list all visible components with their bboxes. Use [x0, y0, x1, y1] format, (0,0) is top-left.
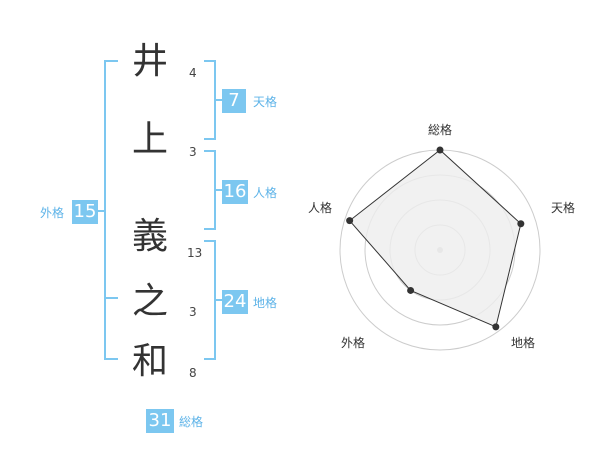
chikaku-connector — [216, 299, 222, 301]
jinkaku-label: 人格 — [253, 186, 278, 200]
radar-value-polygon — [348, 149, 522, 328]
radar-axis-label-soukaku: 総格 — [428, 123, 453, 137]
chikaku-label: 地格 — [253, 296, 278, 310]
gaikaku-value-badge: 15 — [72, 200, 98, 224]
tenkaku-value-badge: 7 — [222, 89, 246, 113]
gaikaku-bracket — [104, 60, 118, 360]
soukaku-value-badge: 31 — [146, 409, 174, 433]
soukaku-label: 総格 — [179, 415, 204, 429]
jinkaku-bracket — [204, 150, 216, 230]
radar-axis-label-jinkaku: 人格 — [308, 201, 333, 215]
gaikaku-label: 外格 — [40, 206, 65, 220]
radar-axis-label-gaikaku: 外格 — [341, 336, 366, 350]
tenkaku-connector — [216, 99, 222, 101]
radar-point-3 — [407, 286, 415, 294]
radar-axis-label-tenkaku: 天格 — [551, 201, 576, 215]
tenkaku-bracket — [204, 60, 216, 140]
stroke-count-4: 3 — [189, 305, 197, 319]
name-char-3: 義 — [131, 216, 168, 257]
radar-point-0 — [436, 146, 444, 154]
name-char-1: 井 — [131, 41, 168, 82]
stroke-count-2: 3 — [189, 145, 197, 159]
tenkaku-label: 天格 — [253, 95, 278, 109]
chikaku-value-badge: 24 — [222, 290, 248, 314]
name-char-5: 和 — [131, 341, 168, 382]
radar-axis-label-chikaku: 地格 — [511, 336, 536, 350]
gaikaku-mid-tick — [104, 297, 118, 299]
chikaku-bracket — [204, 240, 216, 360]
radar-point-1 — [517, 220, 525, 228]
jinkaku-connector — [216, 189, 222, 191]
name-char-2: 上 — [131, 119, 168, 160]
stroke-count-5: 8 — [189, 366, 197, 380]
radar-point-2 — [492, 323, 500, 331]
radar-point-4 — [346, 217, 354, 225]
stroke-count-1: 4 — [189, 66, 197, 80]
jinkaku-value-badge: 16 — [222, 180, 248, 204]
name-char-4: 之 — [131, 281, 168, 322]
gaikaku-connector — [98, 210, 104, 212]
stroke-count-3: 13 — [187, 246, 203, 260]
